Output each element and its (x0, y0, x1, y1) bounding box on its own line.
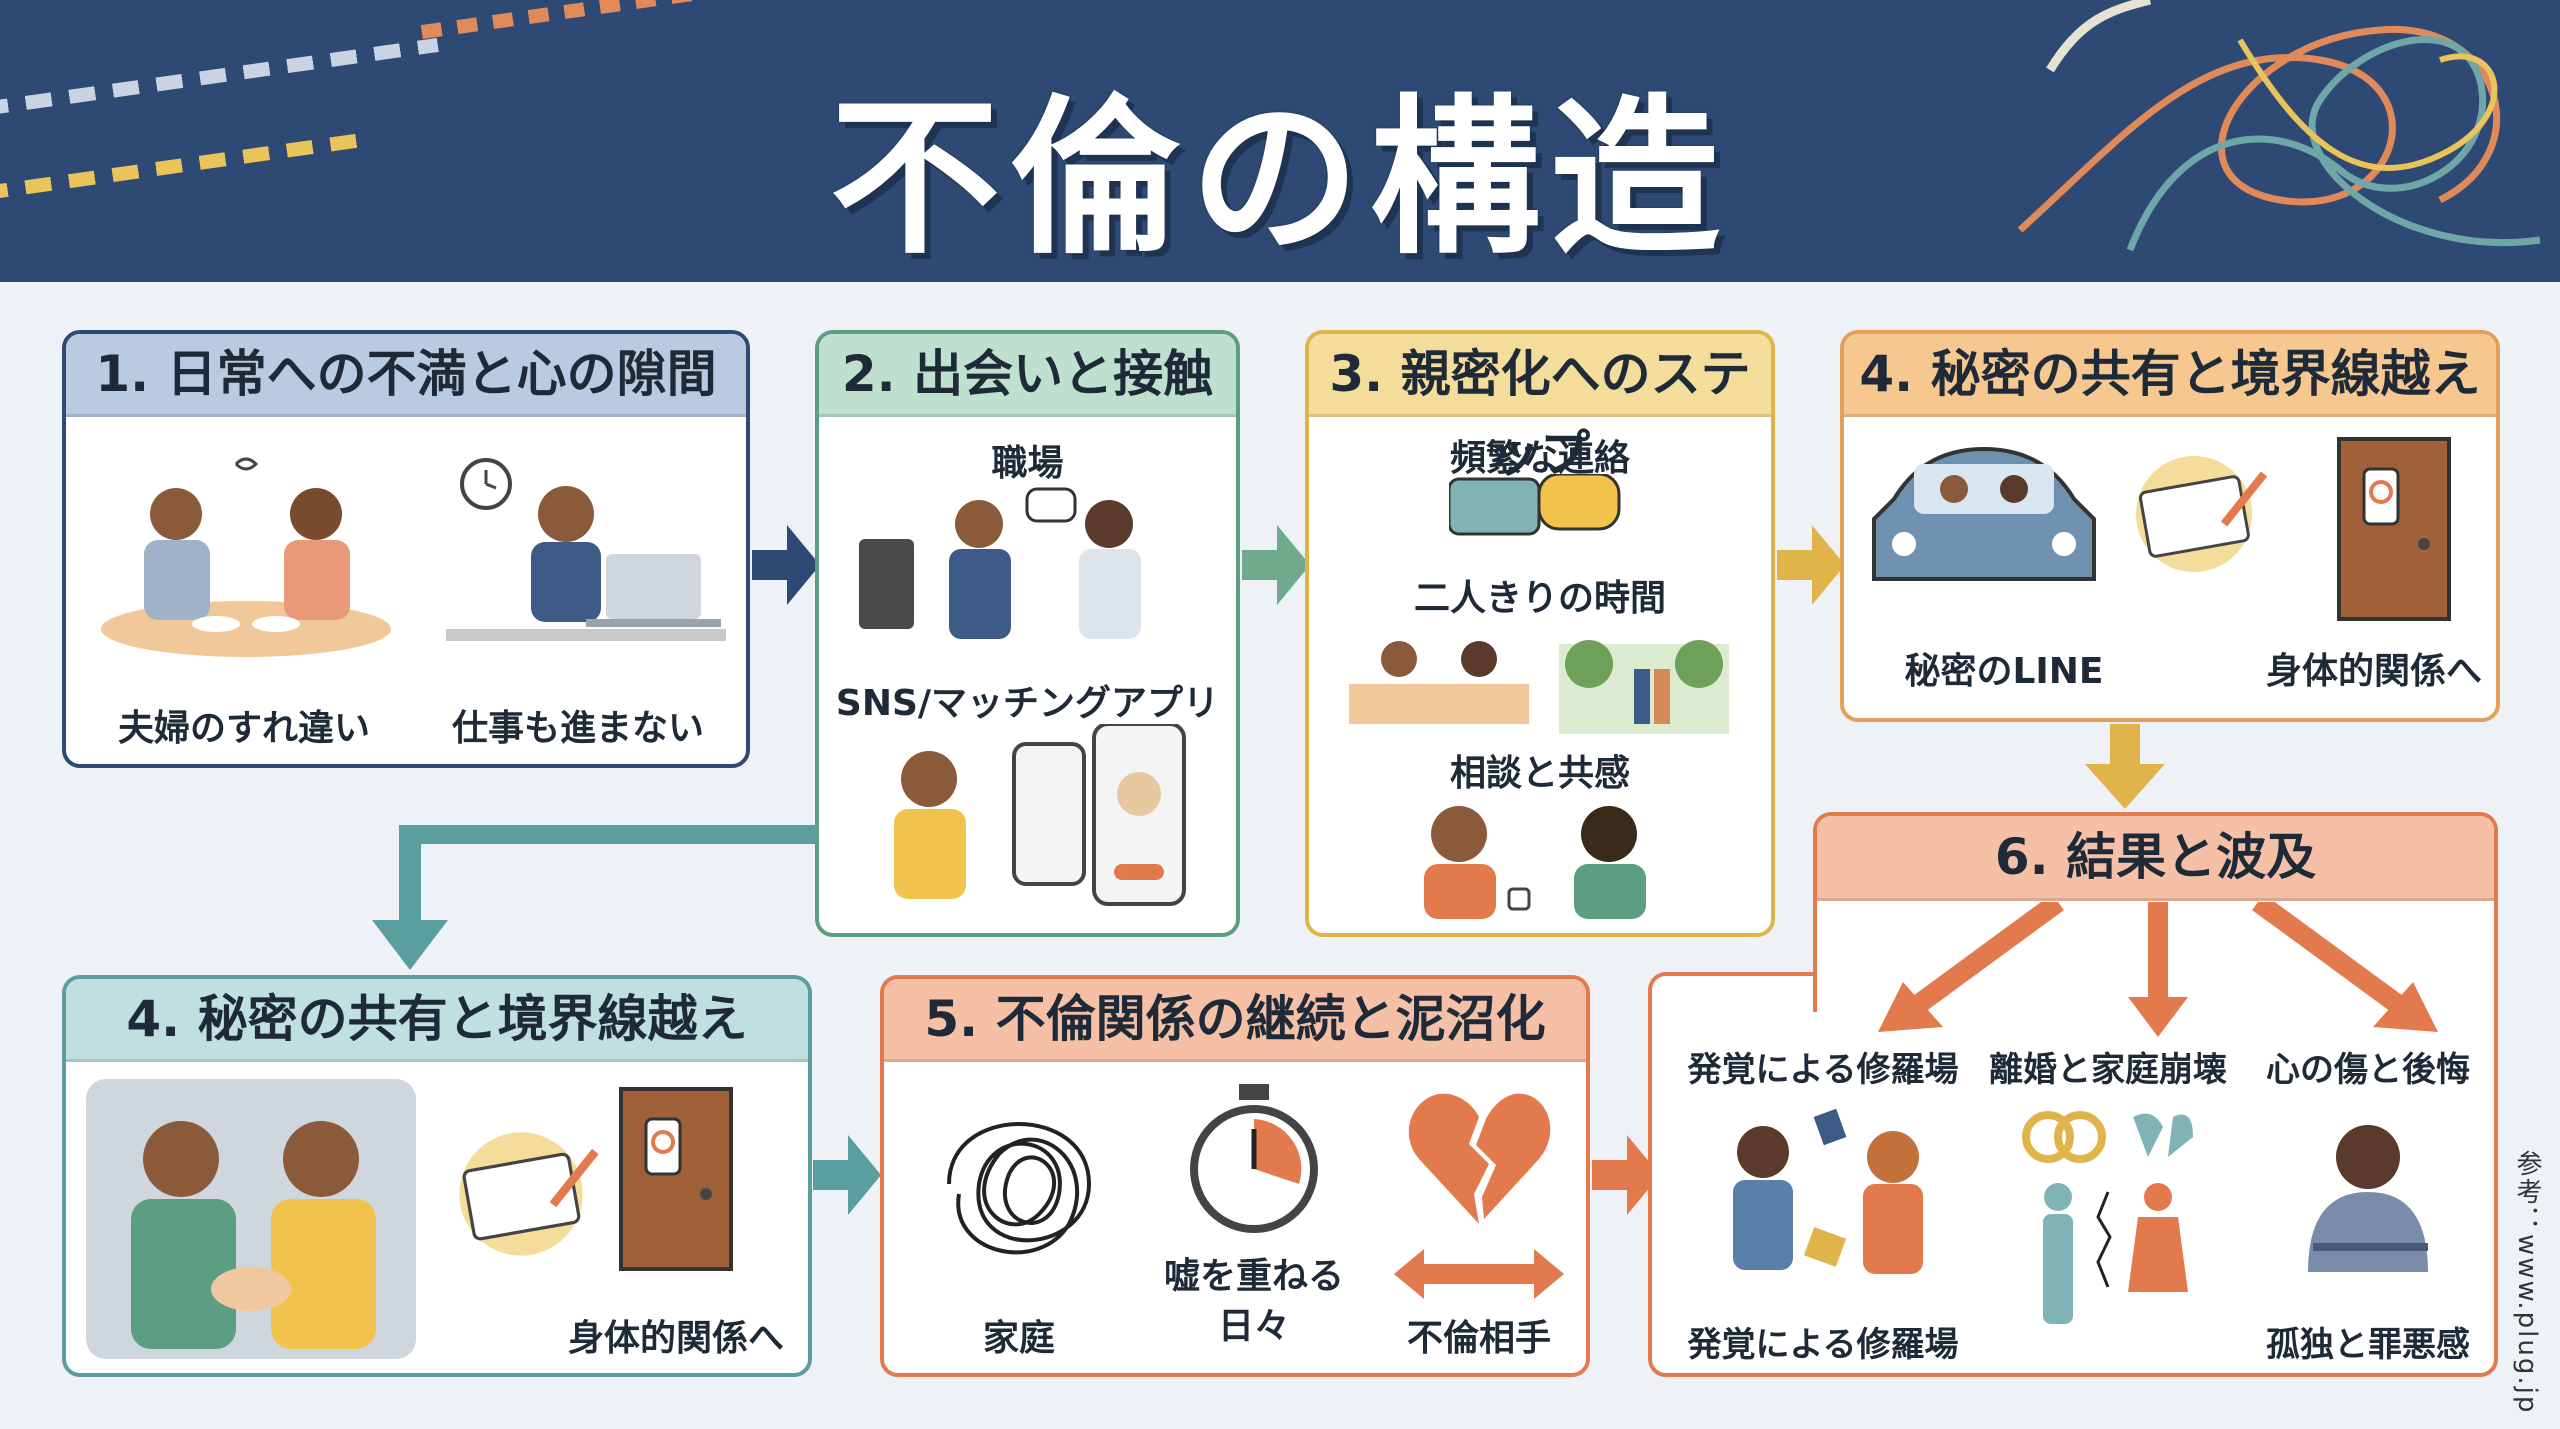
couple-dinner-illustration (101, 457, 391, 657)
broken-heart-icon (1408, 1093, 1551, 1224)
label-discovery-scene: 発覚による修羅場 (1687, 1050, 1959, 1090)
arrow-4b-to-5 (813, 1135, 881, 1215)
consulting-couple-illustration (1424, 806, 1646, 919)
chat-bubbles-icon (1449, 474, 1621, 536)
car-couple-closeup-illustration (86, 1079, 416, 1359)
secret-note-icon (2136, 456, 2268, 572)
label-couple-mismatch: 夫婦のすれ違い (117, 708, 370, 749)
card-step-5: 5. 不倫関係の継続と泥沼化 家庭 嘘を重ねる 日々 不倫相手 (880, 975, 1590, 1377)
card-step-4-bottom: 4. 秘密の共有と境界線越え 身体的関係へ (62, 975, 812, 1377)
label-heartbreak-regret: 心の傷と後悔 (2266, 1050, 2470, 1090)
card-step-1: 1. 日常への不満と心の隙間 夫婦のすれ違い 仕事も進まない (62, 330, 750, 768)
branch-arrows (1878, 902, 2438, 1037)
label-secret-line: 秘密のLINE (1904, 651, 2104, 692)
label-frequent-contact: 頻繁な連絡 (1449, 438, 1630, 479)
label-physical-relation: 身体的関係へ (567, 1318, 784, 1359)
card-title: 5. 不倫関係の継続と泥沼化 (884, 979, 1586, 1062)
card-step-2: 2. 出会いと接触 職場 SNS/マッチングアプリ (815, 330, 1240, 937)
arrow-4-to-6 (2085, 724, 2165, 809)
arrow-2-to-3 (1242, 525, 1310, 605)
card-title: 1. 日常への不満と心の隙間 (66, 334, 746, 417)
label-work-stalled: 仕事も進まない (451, 708, 704, 749)
arrow-3-to-4 (1777, 525, 1845, 605)
lonely-person-illustration (2308, 1125, 2428, 1272)
door-do-not-disturb-icon (619, 1087, 733, 1271)
label-divorce-collapse: 離婚と家庭崩壊 (1989, 1050, 2227, 1090)
label-home: 家庭 (982, 1318, 1055, 1359)
card-title: 6. 結果と波及 (1817, 816, 2494, 901)
label-physical-relation: 身体的関係へ (2265, 651, 2482, 692)
card-step-6: 6. 結果と波及 発覚による修羅場 離婚と家庭崩壊 心の傷と後悔 発覚による修羅… (1648, 812, 2498, 1377)
card-title: 2. 出会いと接触 (819, 334, 1236, 417)
office-coworkers-illustration (859, 487, 1141, 639)
tangled-scribble-icon (947, 1122, 1092, 1255)
label-affair-partner: 不倫相手 (1406, 1318, 1551, 1359)
label-piling-lies: 嘘を重ねる (1163, 1256, 1344, 1297)
label-workplace: 職場 (991, 443, 1064, 484)
card-title: 4. 秘密の共有と境界線越え (1844, 334, 2496, 417)
door-do-not-disturb-icon (2337, 437, 2451, 621)
argument-scene-illustration (1733, 1108, 1923, 1274)
page-title: 不倫の構造 (829, 80, 1730, 278)
car-couple-illustration (1872, 446, 2096, 581)
card-step-4-top: 4. 秘密の共有と境界線越え 秘密のLINE 身体的関係へ (1840, 330, 2500, 722)
card-title: 3. 親密化へのステップ (1309, 334, 1771, 483)
arrow-1-to-2 (752, 525, 820, 605)
tangled-threads-decor (2017, 0, 2541, 252)
stopwatch-icon (1190, 1084, 1318, 1233)
arrow-2-to-4b (372, 825, 818, 970)
card-step-3: 3. 親密化へのステップ 頻繁な連絡 二人きりの時間 相談と共感 (1305, 330, 1775, 937)
label-consult-empathy: 相談と共感 (1449, 753, 1630, 794)
date-scene-illustration (1349, 640, 1729, 734)
arrow-5-to-6 (1592, 1135, 1660, 1215)
overworked-woman-illustration (446, 458, 726, 641)
label-discovery-scene-2: 発覚による修羅場 (1687, 1325, 1959, 1365)
label-loneliness-guilt: 孤独と罪悪感 (2266, 1325, 2470, 1365)
double-arrow-icon (1394, 1249, 1564, 1299)
label-days: 日々 (1217, 1306, 1290, 1347)
label-sns-matching: SNS/マッチングアプリ (835, 683, 1220, 724)
secret-note-icon (459, 1132, 599, 1256)
divorce-rings-illustration (2022, 1111, 2193, 1324)
label-alone-time: 二人きりの時間 (1413, 578, 1666, 619)
source-credit: 参考：www.plug.jp (2512, 1150, 2542, 1415)
decor-stripe (420, 0, 780, 39)
header-banner: 不倫の構造 (0, 0, 2560, 282)
phone-matching-illustration (894, 724, 1186, 906)
card-title: 4. 秘密の共有と境界線越え (66, 979, 808, 1062)
